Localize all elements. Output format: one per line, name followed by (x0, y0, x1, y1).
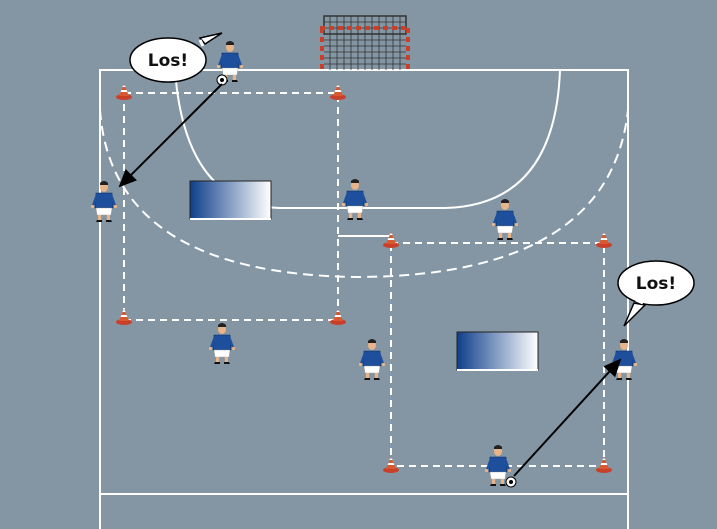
court (99, 69, 629, 529)
ball-icon (216, 74, 228, 86)
cone-icon (116, 309, 132, 325)
pass-arrow-left (118, 83, 223, 188)
drill-square-left (123, 92, 339, 321)
callout-right-text: Los! (636, 274, 676, 294)
callout-left: Los! (129, 32, 223, 83)
court-outline (99, 69, 629, 529)
mini-goal-left (189, 180, 272, 220)
player-icon (90, 180, 118, 223)
cone-icon (596, 457, 612, 473)
mini-goal-right (456, 331, 539, 371)
cone-icon (330, 309, 346, 325)
callout-left-text: Los! (148, 51, 188, 71)
drill-areas (123, 92, 605, 467)
callout-right: Los! (617, 260, 695, 327)
player-icon (610, 338, 638, 381)
player-icon (491, 198, 519, 241)
cone-icon (383, 232, 399, 248)
cone-icon (383, 457, 399, 473)
player-icon (208, 322, 236, 365)
ball-icon (505, 476, 517, 488)
free-throw-line (99, 109, 629, 279)
player-icon (341, 178, 369, 221)
player-icon (358, 338, 386, 381)
goal-icon (320, 15, 410, 72)
cone-icon (596, 232, 612, 248)
pass-arrow-right (513, 358, 622, 477)
